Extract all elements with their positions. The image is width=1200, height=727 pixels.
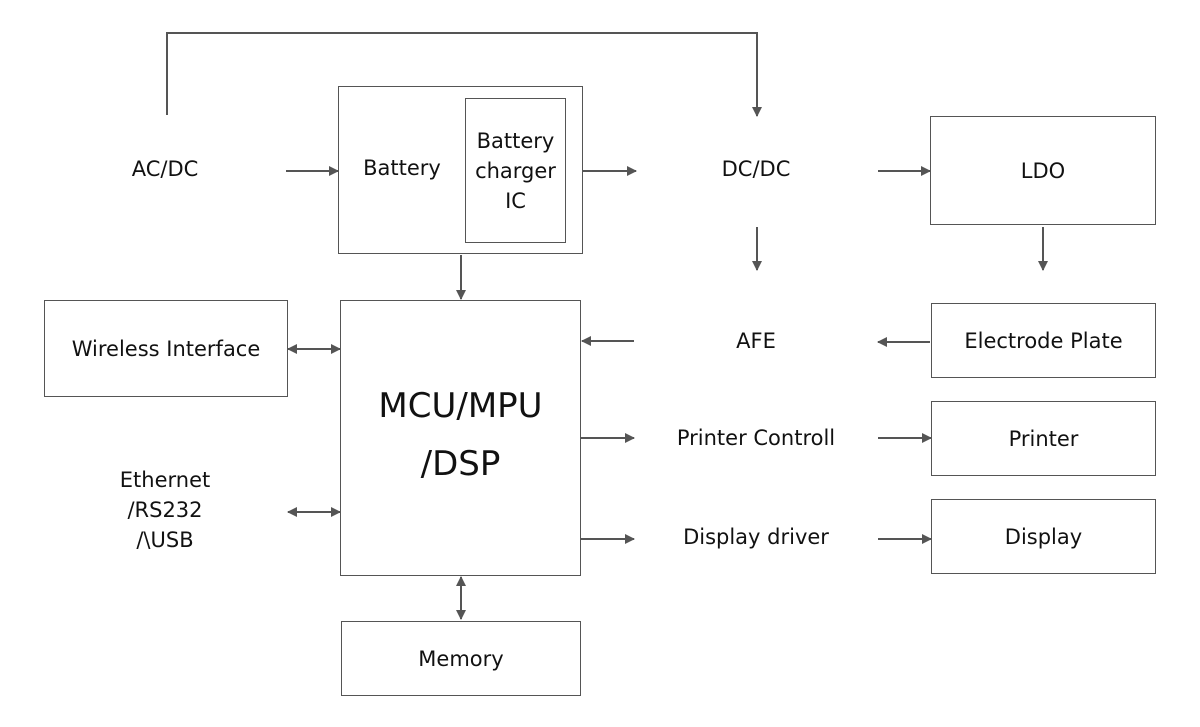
wireless-interface-label: Wireless Interface: [71, 336, 261, 361]
battery-label: Battery: [363, 156, 441, 180]
printer-controll-label: Printer Controll: [676, 426, 836, 450]
electrode-plate-label: Electrode Plate: [964, 328, 1123, 353]
battery-charger-ic-box: Battery charger IC: [465, 98, 566, 243]
display-label: Display: [1004, 524, 1083, 549]
acdc-label: AC/DC: [131, 157, 199, 181]
mcu-mpu-dsp-label: MCU/MPU /DSP: [378, 386, 543, 484]
wireless-interface-box: Wireless Interface: [44, 300, 288, 397]
ldo-label: LDO: [1020, 158, 1066, 183]
memory-box: Memory: [341, 621, 581, 696]
arrow-acdc-to-dcdc-bypass: [166, 32, 762, 117]
printer-label: Printer: [1008, 426, 1079, 451]
battery-charger-ic-label: Battery charger IC: [475, 128, 556, 213]
mcu-mpu-dsp-box: MCU/MPU /DSP: [340, 300, 581, 576]
display-driver-label: Display driver: [683, 525, 829, 549]
ldo-box: LDO: [930, 116, 1156, 225]
memory-label: Memory: [418, 646, 504, 671]
display-box: Display: [931, 499, 1156, 574]
electrode-plate-box: Electrode Plate: [931, 303, 1156, 378]
ethernet-rs232-usb-label: Ethernet /RS232 /\USB: [119, 468, 211, 552]
battery-box: Battery: [338, 86, 583, 254]
dcdc-label: DC/DC: [721, 157, 791, 181]
afe-label: AFE: [736, 329, 776, 353]
printer-box: Printer: [931, 401, 1156, 476]
